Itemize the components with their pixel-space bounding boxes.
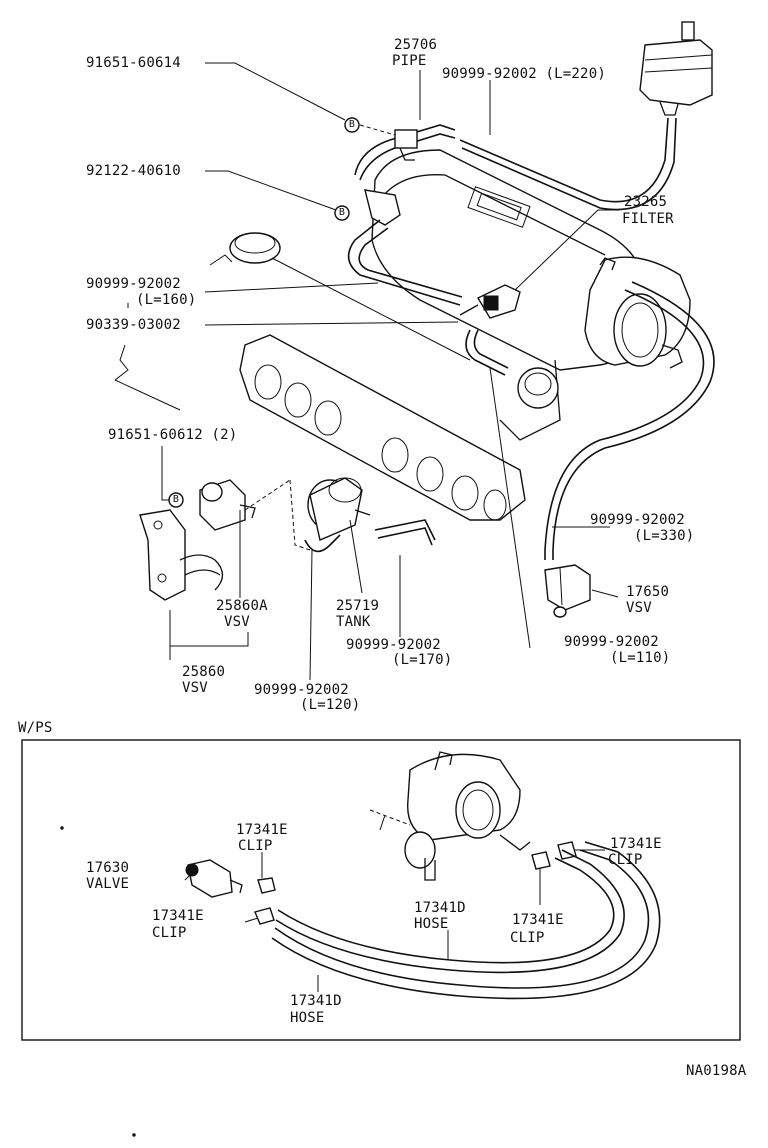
break-lines: [114, 254, 233, 411]
wps-hose-upper: [275, 849, 625, 974]
callout-clip-2-label: CLIP: [152, 925, 187, 941]
vsv-17650: [544, 564, 591, 618]
callout-25719-tank: TANK: [336, 614, 371, 630]
callout-90999-l110-len: (L=110): [610, 650, 671, 666]
callout-90339-03002: 90339-03002: [86, 317, 181, 333]
intake-manifold-flange: [239, 334, 526, 521]
bracket-92122: [347, 189, 463, 306]
round-sensor: [517, 367, 559, 409]
callout-hose-2-num: 17341D: [290, 993, 342, 1009]
callout-17630-valve: VALVE: [86, 876, 130, 892]
callout-90999-l330-len: (L=330): [634, 528, 695, 544]
wps-clip-3: [531, 851, 551, 870]
callout-90999-l220: 90999-92002 (L=220): [442, 66, 606, 82]
callout-90999-l120-len: (L=120): [300, 697, 361, 713]
callout-90999-l110-num: 90999-92002: [564, 634, 659, 650]
marker-b-label-2: B: [338, 207, 346, 218]
callout-17650: 17650: [626, 584, 670, 600]
tank-25719: [307, 477, 371, 541]
hose-l170: [374, 519, 436, 546]
wps-clip-1: [257, 877, 276, 894]
callout-clip-3-label: CLIP: [510, 930, 545, 946]
hose-l110: [465, 329, 509, 376]
vsv-25860-assembly: [139, 479, 291, 601]
callout-17650-vsv: VSV: [626, 600, 652, 616]
round-cap: [229, 232, 471, 361]
callout-91651-60614: 91651-60614: [86, 55, 181, 71]
callout-25860: 25860: [182, 664, 226, 680]
marker-b-label-3: B: [172, 494, 180, 505]
callout-hose-2-label: HOSE: [290, 1010, 325, 1026]
callout-92122-40610: 92122-40610: [86, 163, 181, 179]
leader-lines-top: [127, 62, 620, 681]
filter-23265: [459, 284, 521, 319]
wps-frame: [21, 739, 741, 1041]
figure-code: NA0198A: [686, 1063, 747, 1079]
callout-90999-l330-num: 90999-92002: [590, 512, 685, 528]
callout-25860a-vsv: VSV: [224, 614, 250, 630]
callout-17630: 17630: [86, 860, 130, 876]
wps-title: W/PS: [18, 720, 53, 736]
callout-23265: 23265: [624, 194, 668, 210]
callout-90999-l170-num: 90999-92002: [346, 637, 441, 653]
callout-90999-l160-num: 90999-92002: [86, 276, 181, 292]
throttle-body: [584, 256, 691, 369]
callout-clip-2-num: 17341E: [152, 908, 204, 924]
callout-clip-3-num: 17341E: [512, 912, 564, 928]
callout-90999-l170-len: (L=170): [392, 652, 453, 668]
callout-hose-1-label: HOSE: [414, 916, 449, 932]
pipe-25706: [354, 124, 456, 181]
callout-hose-1-num: 17341D: [414, 900, 466, 916]
callout-25706: 25706: [394, 37, 438, 53]
callout-90999-l160-len: (L=160): [136, 292, 197, 308]
hose-l120: [289, 479, 341, 553]
callout-filter: FILTER: [622, 211, 674, 227]
wps-valve-17630: [185, 859, 243, 898]
leader-lines-box: [184, 849, 605, 992]
callout-clip-1-num: 17341E: [236, 822, 288, 838]
callout-clip-1-label: CLIP: [238, 838, 273, 854]
callout-clip-4-label: CLIP: [608, 852, 643, 868]
callout-91651-60612: 91651-60612 (2): [108, 427, 238, 443]
callout-25719: 25719: [336, 598, 380, 614]
marker-b-2: [334, 205, 350, 221]
callout-clip-4-num: 17341E: [610, 836, 662, 852]
callout-25860-vsv: VSV: [182, 680, 208, 696]
marker-b-label-1: B: [348, 119, 356, 130]
callout-pipe: PIPE: [392, 53, 427, 69]
hose-l220: [459, 117, 677, 211]
marker-b-1: [344, 117, 360, 133]
canister-top: [639, 21, 713, 116]
hose-l330: [544, 281, 715, 560]
callout-90999-l120-num: 90999-92002: [254, 682, 349, 698]
callout-25860a: 25860A: [216, 598, 268, 614]
wps-clip-2: [254, 907, 275, 925]
wps-throttle-body: [369, 751, 531, 881]
wps-hose-lower: [271, 841, 661, 1000]
